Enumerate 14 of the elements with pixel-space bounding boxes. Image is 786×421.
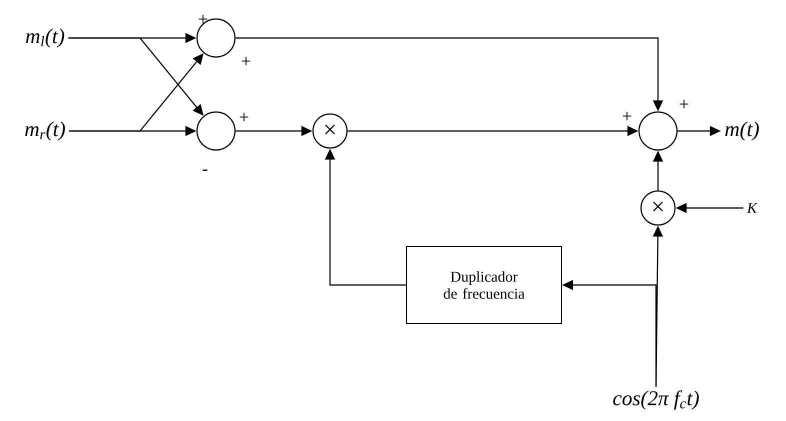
signal-label: m$_{l}$(t) [26, 28, 64, 48]
signal-label: m$_{r}$(t) [25, 121, 65, 141]
sign-label: + [622, 112, 632, 120]
sign-label: + [198, 14, 208, 24]
signal-label: K [746, 203, 758, 213]
sign-label: - [202, 170, 208, 171]
sign-label: + [240, 112, 248, 122]
process-box: Duplicador de frecuencia [406, 246, 562, 324]
summing-junction [638, 111, 678, 151]
summing-junction [196, 111, 236, 151]
sign-label: + [680, 100, 688, 108]
signal-label: cos(2π f$_{c}$t) [613, 390, 699, 410]
signal-label: m(t) [725, 121, 759, 141]
sign-label: + [242, 56, 250, 66]
